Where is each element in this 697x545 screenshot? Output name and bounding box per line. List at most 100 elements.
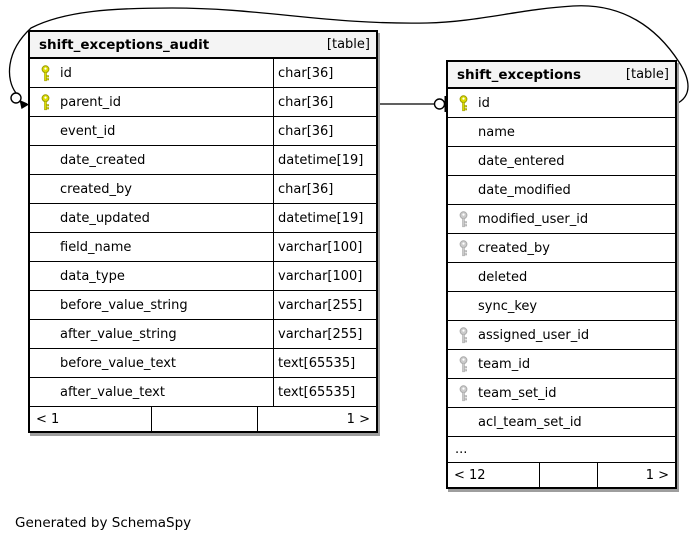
column-row-date_modified: date_modified xyxy=(448,176,675,205)
column-main-cell: team_set_id xyxy=(448,379,675,407)
column-row-acl_team_set_id: acl_team_set_id xyxy=(448,408,675,437)
footer-parents-count: 1 > xyxy=(645,467,669,483)
column-main-cell: acl_team_set_id xyxy=(448,408,675,436)
column-name: id xyxy=(60,65,72,81)
column-row-date_updated: date_updated datetime[19] xyxy=(30,204,376,233)
table-name-link[interactable]: shift_exceptions xyxy=(457,66,582,83)
relationship-loop-edge xyxy=(8,5,689,105)
column-row-date_entered: date_entered xyxy=(448,147,675,176)
column-type: char[36] xyxy=(273,59,376,87)
column-main-cell: id xyxy=(448,89,675,117)
column-main-cell: name xyxy=(448,118,675,146)
footer-children-count: < 1 xyxy=(36,411,60,427)
column-type: varchar[100] xyxy=(273,233,376,261)
footer-children-count: < 12 xyxy=(454,467,486,483)
table-type-badge: [table] xyxy=(625,67,669,82)
column-name: date_updated xyxy=(60,210,150,226)
column-type: varchar[100] xyxy=(273,262,376,290)
column-row-after_value_text: after_value_text text[65535] xyxy=(30,378,376,407)
column-name: team_set_id xyxy=(478,385,557,401)
primary-key-icon xyxy=(40,93,60,111)
primary-key-icon xyxy=(40,64,60,82)
column-name: created_by xyxy=(60,181,132,197)
column-name: modified_user_id xyxy=(478,211,589,227)
column-name: parent_id xyxy=(60,94,121,110)
generated-by-note: Generated by SchemaSpy xyxy=(15,515,192,531)
column-type: varchar[255] xyxy=(273,320,376,348)
column-name: after_value_text xyxy=(60,384,165,400)
column-main-cell: deleted xyxy=(448,263,675,291)
zero-or-more-circle-marker xyxy=(10,92,22,104)
foreign-key-icon xyxy=(458,210,478,228)
column-type: char[36] xyxy=(273,117,376,145)
column-row-id: id xyxy=(448,89,675,118)
column-row-modified_user_id: modified_user_id xyxy=(448,205,675,234)
column-main-cell: created_by xyxy=(448,234,675,262)
column-main-cell: date_entered xyxy=(448,147,675,175)
column-name: field_name xyxy=(60,239,132,255)
footer-middle-cell xyxy=(151,407,259,431)
column-row-field_name: field_name varchar[100] xyxy=(30,233,376,262)
foreign-key-icon xyxy=(458,384,478,402)
table-header: shift_exceptions [table] xyxy=(448,62,675,89)
column-type: datetime[19] xyxy=(273,204,376,232)
table-footer: < 1 1 > xyxy=(30,407,376,431)
column-row-team_id: team_id xyxy=(448,350,675,379)
column-main-cell: created_by xyxy=(30,175,273,203)
table-footer: < 12 1 > xyxy=(448,463,675,487)
column-type: char[36] xyxy=(273,175,376,203)
column-row-sync_key: sync_key xyxy=(448,292,675,321)
column-type: text[65535] xyxy=(273,378,376,406)
column-name: before_value_text xyxy=(60,355,177,371)
column-main-cell: event_id xyxy=(30,117,273,145)
column-name: data_type xyxy=(60,268,125,284)
column-name: name xyxy=(478,124,515,140)
column-main-cell: field_name xyxy=(30,233,273,261)
column-row-created_by: created_by xyxy=(448,234,675,263)
column-main-cell: after_value_text xyxy=(30,378,273,406)
column-main-cell: assigned_user_id xyxy=(448,321,675,349)
column-type: text[65535] xyxy=(273,349,376,377)
column-name: before_value_string xyxy=(60,297,188,313)
column-main-cell: date_modified xyxy=(448,176,675,204)
column-row-id: id char[36] xyxy=(30,59,376,88)
column-name: date_created xyxy=(60,152,146,168)
table-name-link[interactable]: shift_exceptions_audit xyxy=(39,36,210,53)
column-row-assigned_user_id: assigned_user_id xyxy=(448,321,675,350)
column-row-deleted: deleted xyxy=(448,263,675,292)
column-name: after_value_string xyxy=(60,326,177,342)
column-main-cell: team_id xyxy=(448,350,675,378)
column-main-cell: id xyxy=(30,59,273,87)
column-type: datetime[19] xyxy=(273,146,376,174)
column-name: sync_key xyxy=(478,298,538,314)
arrowhead-marker xyxy=(19,100,29,109)
column-main-cell: parent_id xyxy=(30,88,273,116)
column-row-data_type: data_type varchar[100] xyxy=(30,262,376,291)
column-name: event_id xyxy=(60,123,116,139)
column-name: created_by xyxy=(478,240,550,256)
column-row-team_set_id: team_set_id xyxy=(448,379,675,408)
column-name: date_modified xyxy=(478,182,571,198)
primary-key-icon xyxy=(458,94,478,112)
column-main-cell: before_value_string xyxy=(30,291,273,319)
column-row-after_value_string: after_value_string varchar[255] xyxy=(30,320,376,349)
foreign-key-icon xyxy=(458,239,478,257)
table-type-badge: [table] xyxy=(326,37,370,52)
column-name: team_id xyxy=(478,356,531,372)
column-main-cell: modified_user_id xyxy=(448,205,675,233)
column-main-cell: data_type xyxy=(30,262,273,290)
column-row-date_created: date_created datetime[19] xyxy=(30,146,376,175)
column-name: deleted xyxy=(478,269,528,285)
column-row-name: name xyxy=(448,118,675,147)
one-circle-marker xyxy=(433,98,446,110)
column-main-cell: sync_key xyxy=(448,292,675,320)
foreign-key-icon xyxy=(458,355,478,373)
table-node-shift-exceptions: shift_exceptions [table] id name date_ente… xyxy=(446,60,677,489)
column-name: acl_team_set_id xyxy=(478,414,582,430)
column-row-before_value_text: before_value_text text[65535] xyxy=(30,349,376,378)
table-node-shift-exceptions-audit: shift_exceptions_audit [table] id char[36… xyxy=(28,30,378,433)
foreign-key-icon xyxy=(458,326,478,344)
